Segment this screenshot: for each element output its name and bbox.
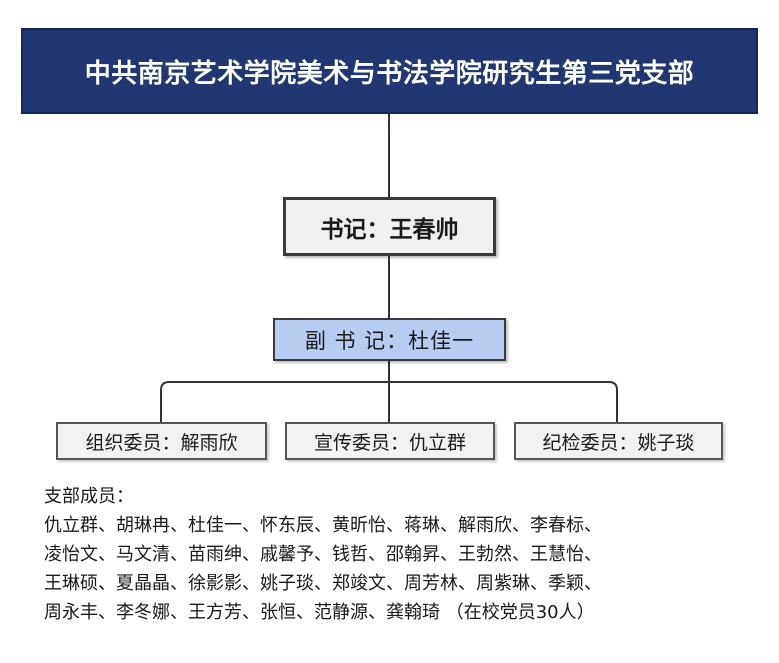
deputy-secretary-box: 副 书 记：杜佳一 bbox=[273, 318, 506, 361]
propaganda-committee-box: 宣传委员：仇立群 bbox=[285, 422, 495, 460]
discipline-committee-box: 纪检委员：姚子琰 bbox=[514, 422, 723, 460]
members-heading: 支部成员： bbox=[44, 486, 134, 507]
members-line: 王琳硕、夏晶晶、徐影影、姚子琰、郑竣文、周芳林、周紫琳、季颖、 bbox=[44, 573, 602, 594]
organization-committee-box: 组织委员：解雨欣 bbox=[56, 422, 267, 460]
members-line: 周永丰、李冬娜、王方芳、张恒、范静源、龚翰琦 （在校党员30人） bbox=[44, 602, 595, 623]
members-line: 凌怡文、马文清、苗雨绅、戚馨予、钱哲、邵翰昇、王勃然、王慧怡、 bbox=[44, 544, 602, 565]
members-section: 支部成员： 仇立群、胡琳冉、杜佳一、怀东辰、黄昕怡、蒋琳、解雨欣、李春标、 凌怡… bbox=[44, 482, 764, 627]
members-line: 仇立群、胡琳冉、杜佳一、怀东辰、黄昕怡、蒋琳、解雨欣、李春标、 bbox=[44, 515, 602, 536]
secretary-box: 书记：王春帅 bbox=[283, 197, 496, 256]
branch-title: 中共南京艺术学院美术与书法学院研究生第三党支部 bbox=[21, 28, 758, 114]
